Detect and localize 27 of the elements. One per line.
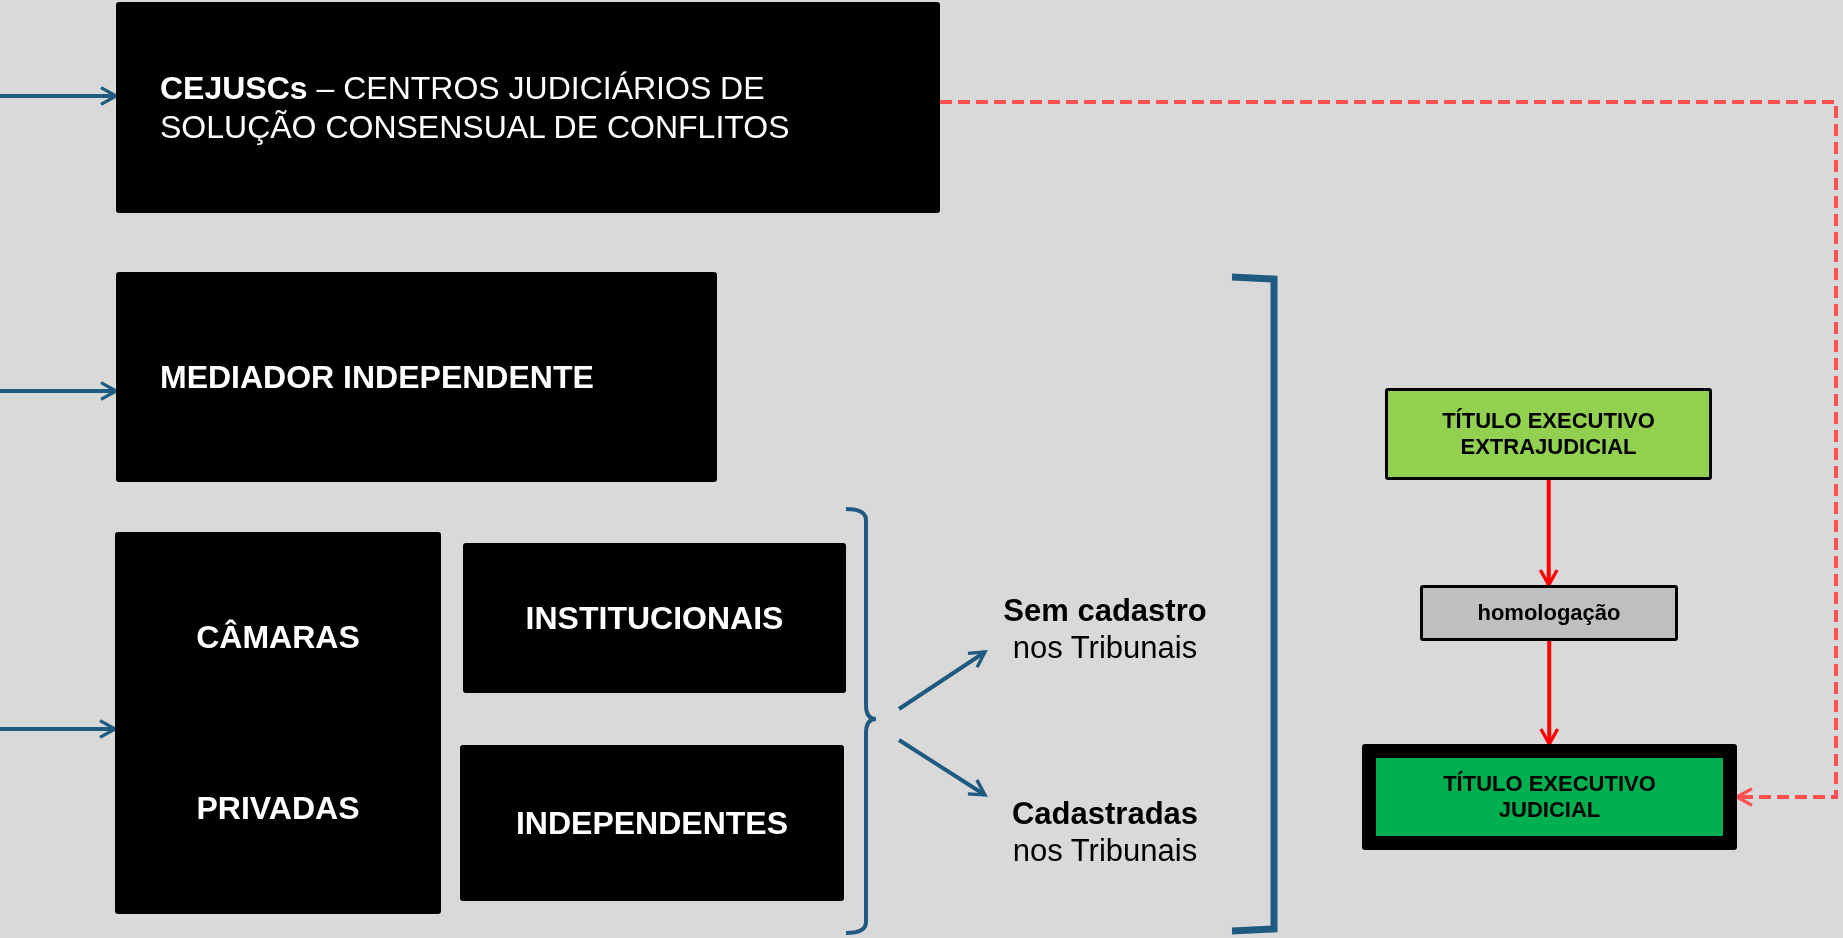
process-box (115, 532, 441, 914)
title-box (1385, 388, 1712, 480)
box-label: MEDIADOR INDEPENDENTE (160, 357, 594, 397)
arrow (897, 650, 987, 711)
process-box (116, 272, 717, 482)
process-box (116, 2, 940, 213)
arrow (0, 719, 117, 739)
step-box (1420, 585, 1678, 641)
process-box (463, 543, 846, 693)
box-label: CÂMARAS (196, 618, 360, 657)
box-label: INDEPENDENTES (515, 803, 788, 843)
category-text: Sem cadastro nos Tribunais (985, 592, 1225, 667)
category-text: Cadastradas nos Tribunais (985, 795, 1225, 870)
box-label: INSTITUCIONAIS (525, 598, 784, 638)
title-box (1362, 744, 1737, 850)
arrow (897, 738, 987, 797)
process-box (460, 745, 844, 901)
arrow (0, 381, 118, 401)
box-label: homologação (1477, 599, 1621, 627)
box-label: CEJUSCs – CENTROS JUDICIÁRIOS DE SOLUÇÃO CONSENSUAL DE CONFLITOS (160, 69, 791, 146)
arrow (1538, 480, 1559, 587)
box-label: PRIVADAS (196, 789, 360, 828)
arrow (0, 86, 118, 106)
box-label: TÍTULO EXECUTIVO JUDICIAL (1442, 770, 1657, 824)
box-label: TÍTULO EXECUTIVO EXTRAJUDICIAL (1441, 407, 1656, 461)
dashed-arrow (940, 100, 1838, 807)
arrow (1539, 641, 1560, 746)
